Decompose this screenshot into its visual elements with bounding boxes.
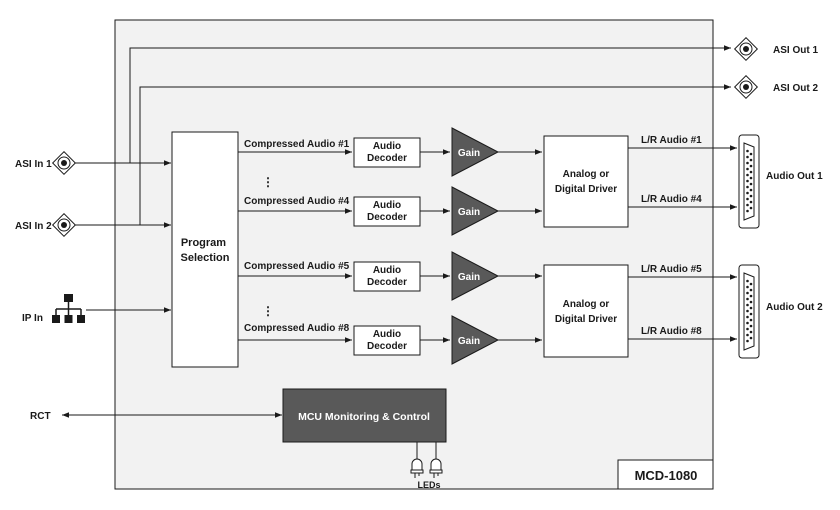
audio-out-1-label: Audio Out 1: [766, 171, 823, 182]
bnc-connector-icon: [733, 36, 759, 62]
compressed-audio-label: Compressed Audio #8: [244, 323, 350, 334]
program-selection-label: Program Selection: [181, 237, 230, 264]
network-icon: [52, 294, 85, 323]
gain-amplifier: [451, 315, 500, 365]
asi-loop-lines: [129, 45, 731, 225]
bnc-connector-icon: [51, 150, 77, 176]
gain-amplifier: [451, 186, 500, 236]
asi-in-2-label: ASI In 2: [15, 221, 52, 232]
program-selection-block: [171, 131, 239, 368]
gain-label: Gain: [458, 148, 480, 159]
model-badge: [617, 459, 714, 490]
led-icon: [429, 442, 443, 478]
bnc-connector-icon: [51, 212, 77, 238]
audio-decoder-block: [353, 137, 421, 168]
output-lines: [628, 145, 737, 342]
model-label: MCD-1080: [635, 468, 698, 483]
gain-amplifier: [451, 127, 500, 177]
dsub-connector-icon: [738, 264, 760, 359]
lr-audio-label: L/R Audio #5: [641, 264, 702, 275]
mcu-label: MCU Monitoring & Control: [298, 411, 430, 423]
asi-in-1-label: ASI In 1: [15, 159, 52, 170]
lr-audio-label: L/R Audio #1: [641, 135, 702, 146]
rct-label: RCT: [30, 411, 51, 422]
compressed-audio-label: Compressed Audio #4: [244, 196, 350, 207]
driver-block: [543, 135, 629, 228]
leds-label: LEDs: [417, 480, 440, 490]
asi-out-2-label: ASI Out 2: [773, 83, 818, 94]
gain-label: Gain: [458, 272, 480, 283]
gain-amplifier: [451, 251, 500, 301]
gain-label: Gain: [458, 207, 480, 218]
audio-out-2-label: Audio Out 2: [766, 302, 823, 313]
bnc-connector-icon: [733, 74, 759, 100]
compressed-audio-label: Compressed Audio #1: [244, 139, 350, 150]
audio-decoder-block: [353, 325, 421, 356]
gain-label: Gain: [458, 336, 480, 347]
dsub-connector-icon: [738, 134, 760, 229]
audio-decoder-block: [353, 196, 421, 227]
lr-audio-label: L/R Audio #4: [641, 194, 702, 205]
compressed-audio-label: Compressed Audio #5: [244, 261, 350, 272]
led-icon: [410, 442, 424, 478]
asi-out-1-label: ASI Out 1: [773, 45, 818, 56]
input-lines: [62, 160, 282, 418]
ellipsis: ⋮: [262, 175, 274, 189]
ellipsis: ⋮: [262, 304, 274, 318]
mcu-block: [282, 388, 447, 443]
driver-block: [543, 264, 629, 358]
audio-decoder-block: [353, 261, 421, 292]
lr-audio-label: L/R Audio #8: [641, 326, 702, 337]
ip-in-label: IP In: [22, 313, 43, 324]
